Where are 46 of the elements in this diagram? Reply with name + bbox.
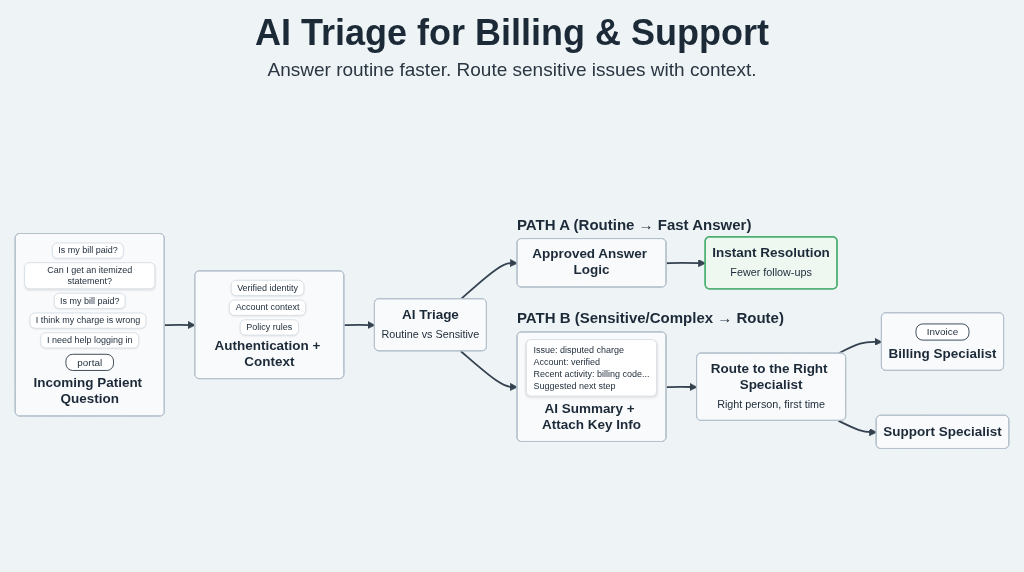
- process-box: [704, 236, 838, 290]
- summary-line: Account: verified: [533, 355, 601, 368]
- node-title: Incoming Patient Question: [32, 374, 144, 407]
- node-title: AI Summary + Attach Key Info: [541, 400, 642, 433]
- arrow: [837, 337, 883, 355]
- summary-line: Issue: disputed charge: [533, 343, 625, 356]
- node-subtitle: Right person, first time: [717, 397, 825, 412]
- process-box: [14, 233, 165, 417]
- arrow: [665, 259, 706, 268]
- process-box: [373, 298, 487, 352]
- node-subtitle: Routine vs Sensitive: [381, 328, 480, 343]
- context-item: Account context: [229, 299, 306, 316]
- process-box: [880, 312, 1005, 371]
- path-heading: PATH B (Sensitive/Complex → Route): [516, 308, 784, 327]
- node-title: Support Specialist: [883, 423, 1002, 440]
- summary-line: Suggested next step: [533, 379, 617, 393]
- summary-line: Recent activity: billing code...: [533, 367, 650, 380]
- node-title: Approved Answer Logic: [531, 245, 648, 279]
- sample-question: Is my bill paid?: [53, 292, 126, 309]
- arrow: [459, 350, 518, 391]
- path-heading: PATH A (Routine → Fast Answer): [516, 215, 752, 234]
- context-item: Policy rules: [240, 319, 299, 336]
- node-title: AI Triage: [401, 306, 459, 323]
- node-title: Authentication + Context: [213, 337, 322, 370]
- sample-question: Can I get an itemized statement?: [24, 262, 156, 290]
- node-title: Billing Specialist: [888, 345, 997, 362]
- sample-question: Is my bill paid?: [52, 242, 124, 259]
- sample-question: I need help logging in: [40, 332, 139, 349]
- diagram-title: AI Triage for Billing & Support: [255, 12, 769, 54]
- arrow: [163, 321, 196, 329]
- process-box: [696, 352, 847, 421]
- node-subtitle: Fewer follow-ups: [730, 266, 812, 281]
- subtitle: Answer routine faster. Route sensitive issues with context.: [267, 59, 757, 83]
- icon-caption: Invoice: [915, 323, 970, 341]
- context-item: Verified identity: [230, 279, 305, 296]
- process-box: [516, 238, 667, 288]
- process-box: [516, 331, 667, 442]
- arrow: [343, 321, 376, 329]
- arrow: [837, 419, 877, 437]
- node-title: Route to the Right Specialist: [709, 360, 829, 393]
- node-title: Instant Resolution: [712, 244, 830, 261]
- sample-question: I think my charge is wrong: [29, 312, 147, 329]
- icon-caption: portal: [65, 353, 114, 372]
- process-box: [875, 414, 1010, 449]
- process-box: [194, 270, 345, 380]
- arrow: [665, 383, 698, 391]
